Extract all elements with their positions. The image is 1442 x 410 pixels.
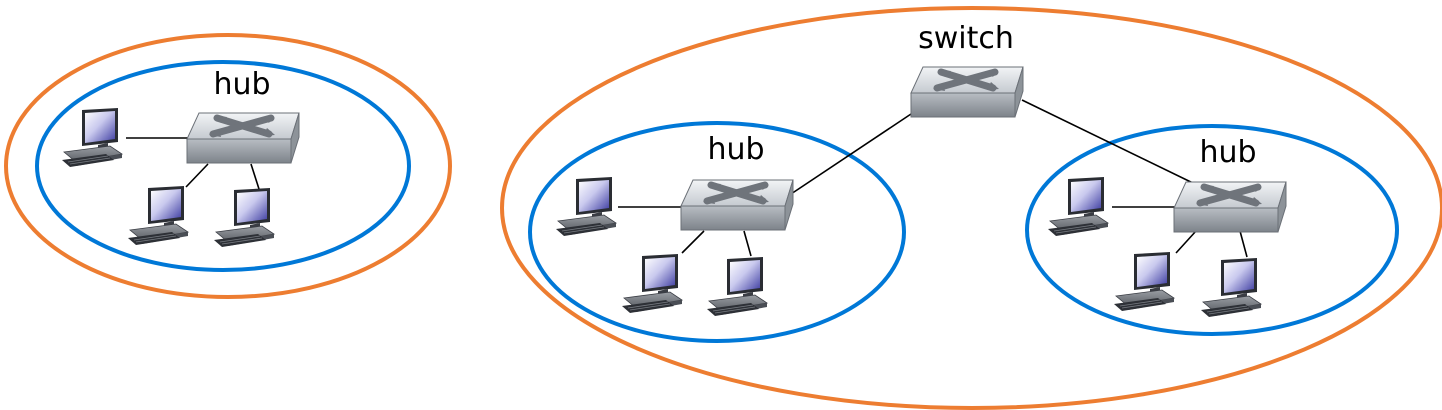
network-switch-icon	[911, 67, 1023, 117]
desktop-computer-icon	[555, 176, 617, 237]
desktop-computer-icon	[61, 107, 123, 168]
desktop-computer-icon	[1047, 176, 1109, 237]
broadcast-domain-ellipse	[35, 60, 411, 272]
link-lines	[126, 137, 260, 190]
collision-domain-ellipse	[4, 33, 452, 299]
desktop-computer-icon	[706, 256, 768, 317]
broadcast-domain-ellipse	[1025, 124, 1399, 336]
desktop-computer-icon	[213, 187, 275, 248]
network-hub-icon	[1174, 182, 1286, 232]
hub-label: hub	[213, 67, 270, 102]
broadcast-domain-ellipse	[528, 121, 906, 343]
hub-label: hub	[707, 132, 764, 167]
network-hub-icon	[187, 113, 299, 163]
desktop-computer-icon	[621, 253, 683, 314]
desktop-computer-icon	[1200, 257, 1262, 318]
desktop-computer-icon	[127, 185, 189, 246]
switch-label: switch	[918, 21, 1014, 56]
collision-domain-ellipse	[500, 6, 1442, 410]
link-lines	[618, 99, 1248, 258]
hub-label: hub	[1199, 135, 1256, 170]
network-hub-icon	[681, 180, 793, 230]
desktop-computer-icon	[1113, 251, 1175, 312]
